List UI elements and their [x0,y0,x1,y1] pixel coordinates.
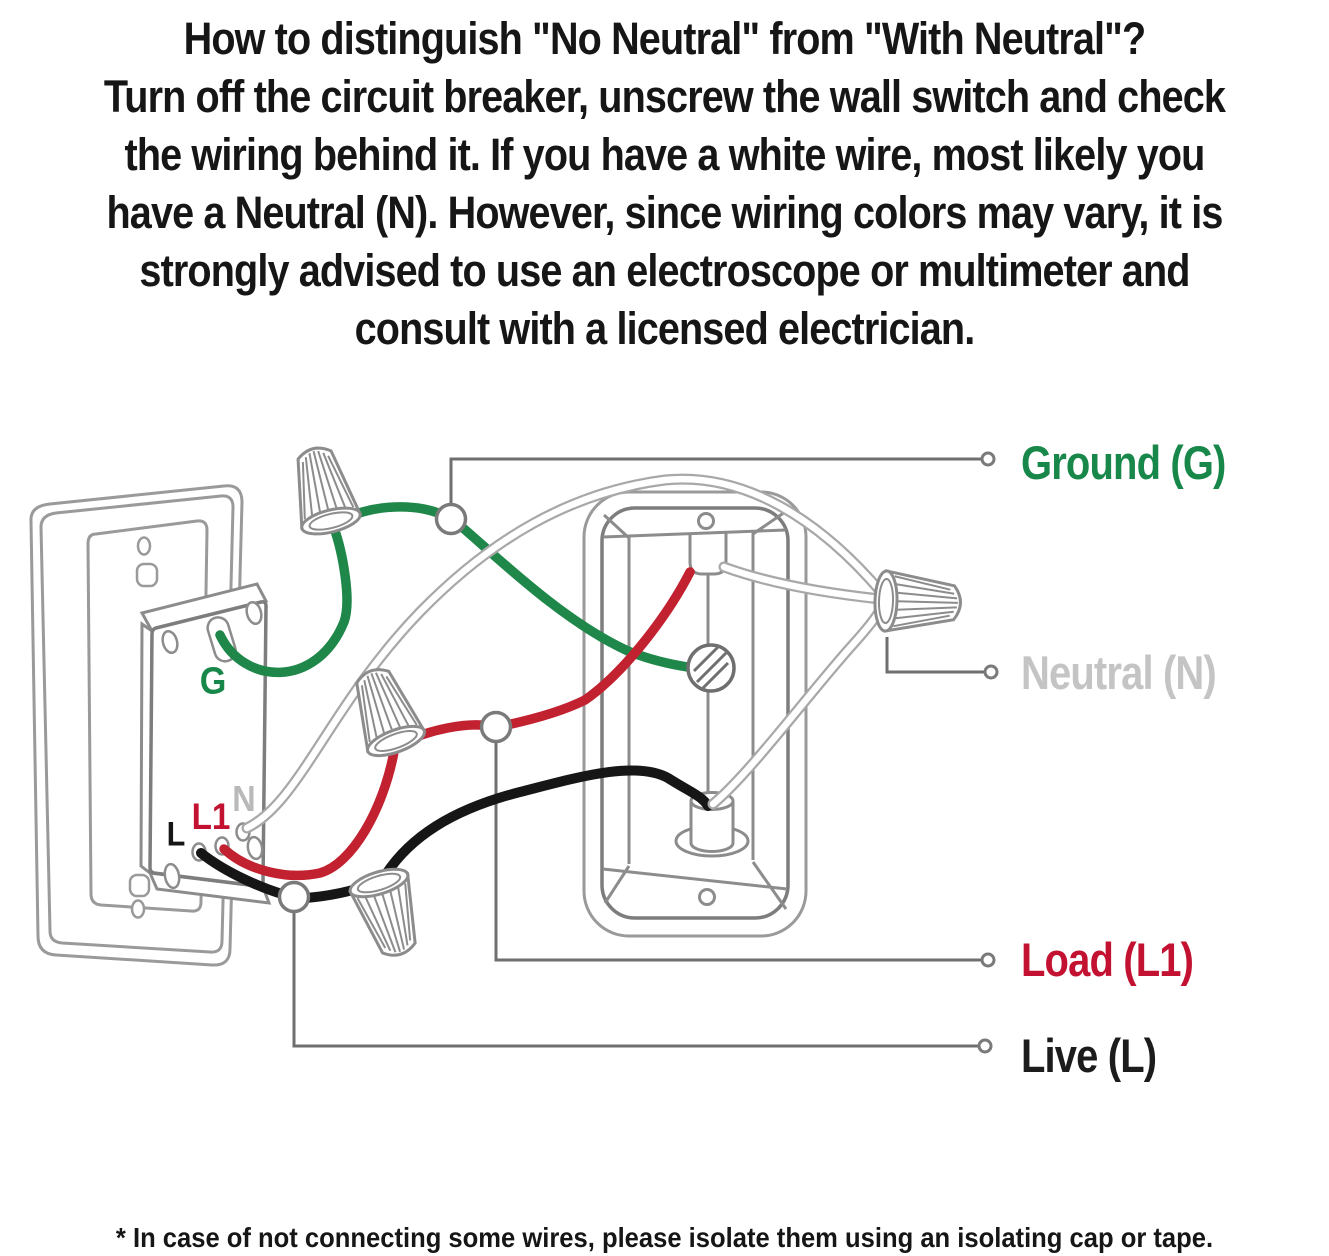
junction-dot-load [479,710,513,744]
wire-nut-bottom [345,862,431,965]
live-label: Live (L) [1021,1029,1157,1082]
neutral-label: Neutral (N) [1021,646,1217,699]
terminal-label-live: L [166,815,186,854]
body-screw-bottom-right [246,835,264,861]
header-line-1: How to distinguish "No Neutral" from "Wi… [183,13,1147,64]
callout-neutral [885,637,985,674]
paddle-slot-top [135,562,159,588]
load-label: Load (L1) [1021,933,1194,986]
callout-live [292,912,979,1048]
terminal-label-neutral: N [232,778,256,819]
callout-lines [292,457,985,1048]
paddle-slot-bottom [128,873,151,898]
header-line-5: strongly advised to use an electroscope … [139,245,1190,296]
callout-end-load [980,952,996,968]
ground-label: Ground (G) [1021,436,1226,489]
electrical-box [582,490,808,938]
body-screw-bottom-left [163,862,181,890]
terminal-label-load: L1 [191,796,231,837]
paddle-screw-hole-top [136,536,152,556]
callout-end-live [977,1038,993,1054]
header-line-6: consult with a licensed electrician. [354,303,976,354]
box-screw-top [697,512,715,530]
header-line-4: have a Neutral (N). However, since wirin… [106,187,1223,238]
terminal-label-ground: G [199,660,227,703]
header-line-2: Turn off the circuit breaker, unscrew th… [103,71,1226,122]
footnote: * In case of not connecting some wires, … [115,1222,1214,1253]
wire-nut-middle [340,659,430,764]
junction-dot-live [277,880,311,914]
cable-entry-cylinder [689,801,735,853]
box-screw-bottom [698,888,716,906]
callout-load [494,742,982,962]
callout-end-neutral [983,664,999,680]
wire-nut-top [282,439,365,541]
paddle-screw-hole-bottom [130,899,146,919]
callout-end-ground [980,451,996,467]
callout-ground [449,457,982,505]
junction-dot-ground [434,502,468,536]
header: How to distinguish "No Neutral" from "Wi… [0,10,1329,358]
body-screw-top-left [161,629,179,655]
header-line-3: the wiring behind it. If you have a whit… [124,129,1206,180]
ground-screw [686,643,736,693]
neutral-wire [241,473,888,834]
body-screw-top-right [245,600,263,626]
wire-nut-right [872,569,963,635]
